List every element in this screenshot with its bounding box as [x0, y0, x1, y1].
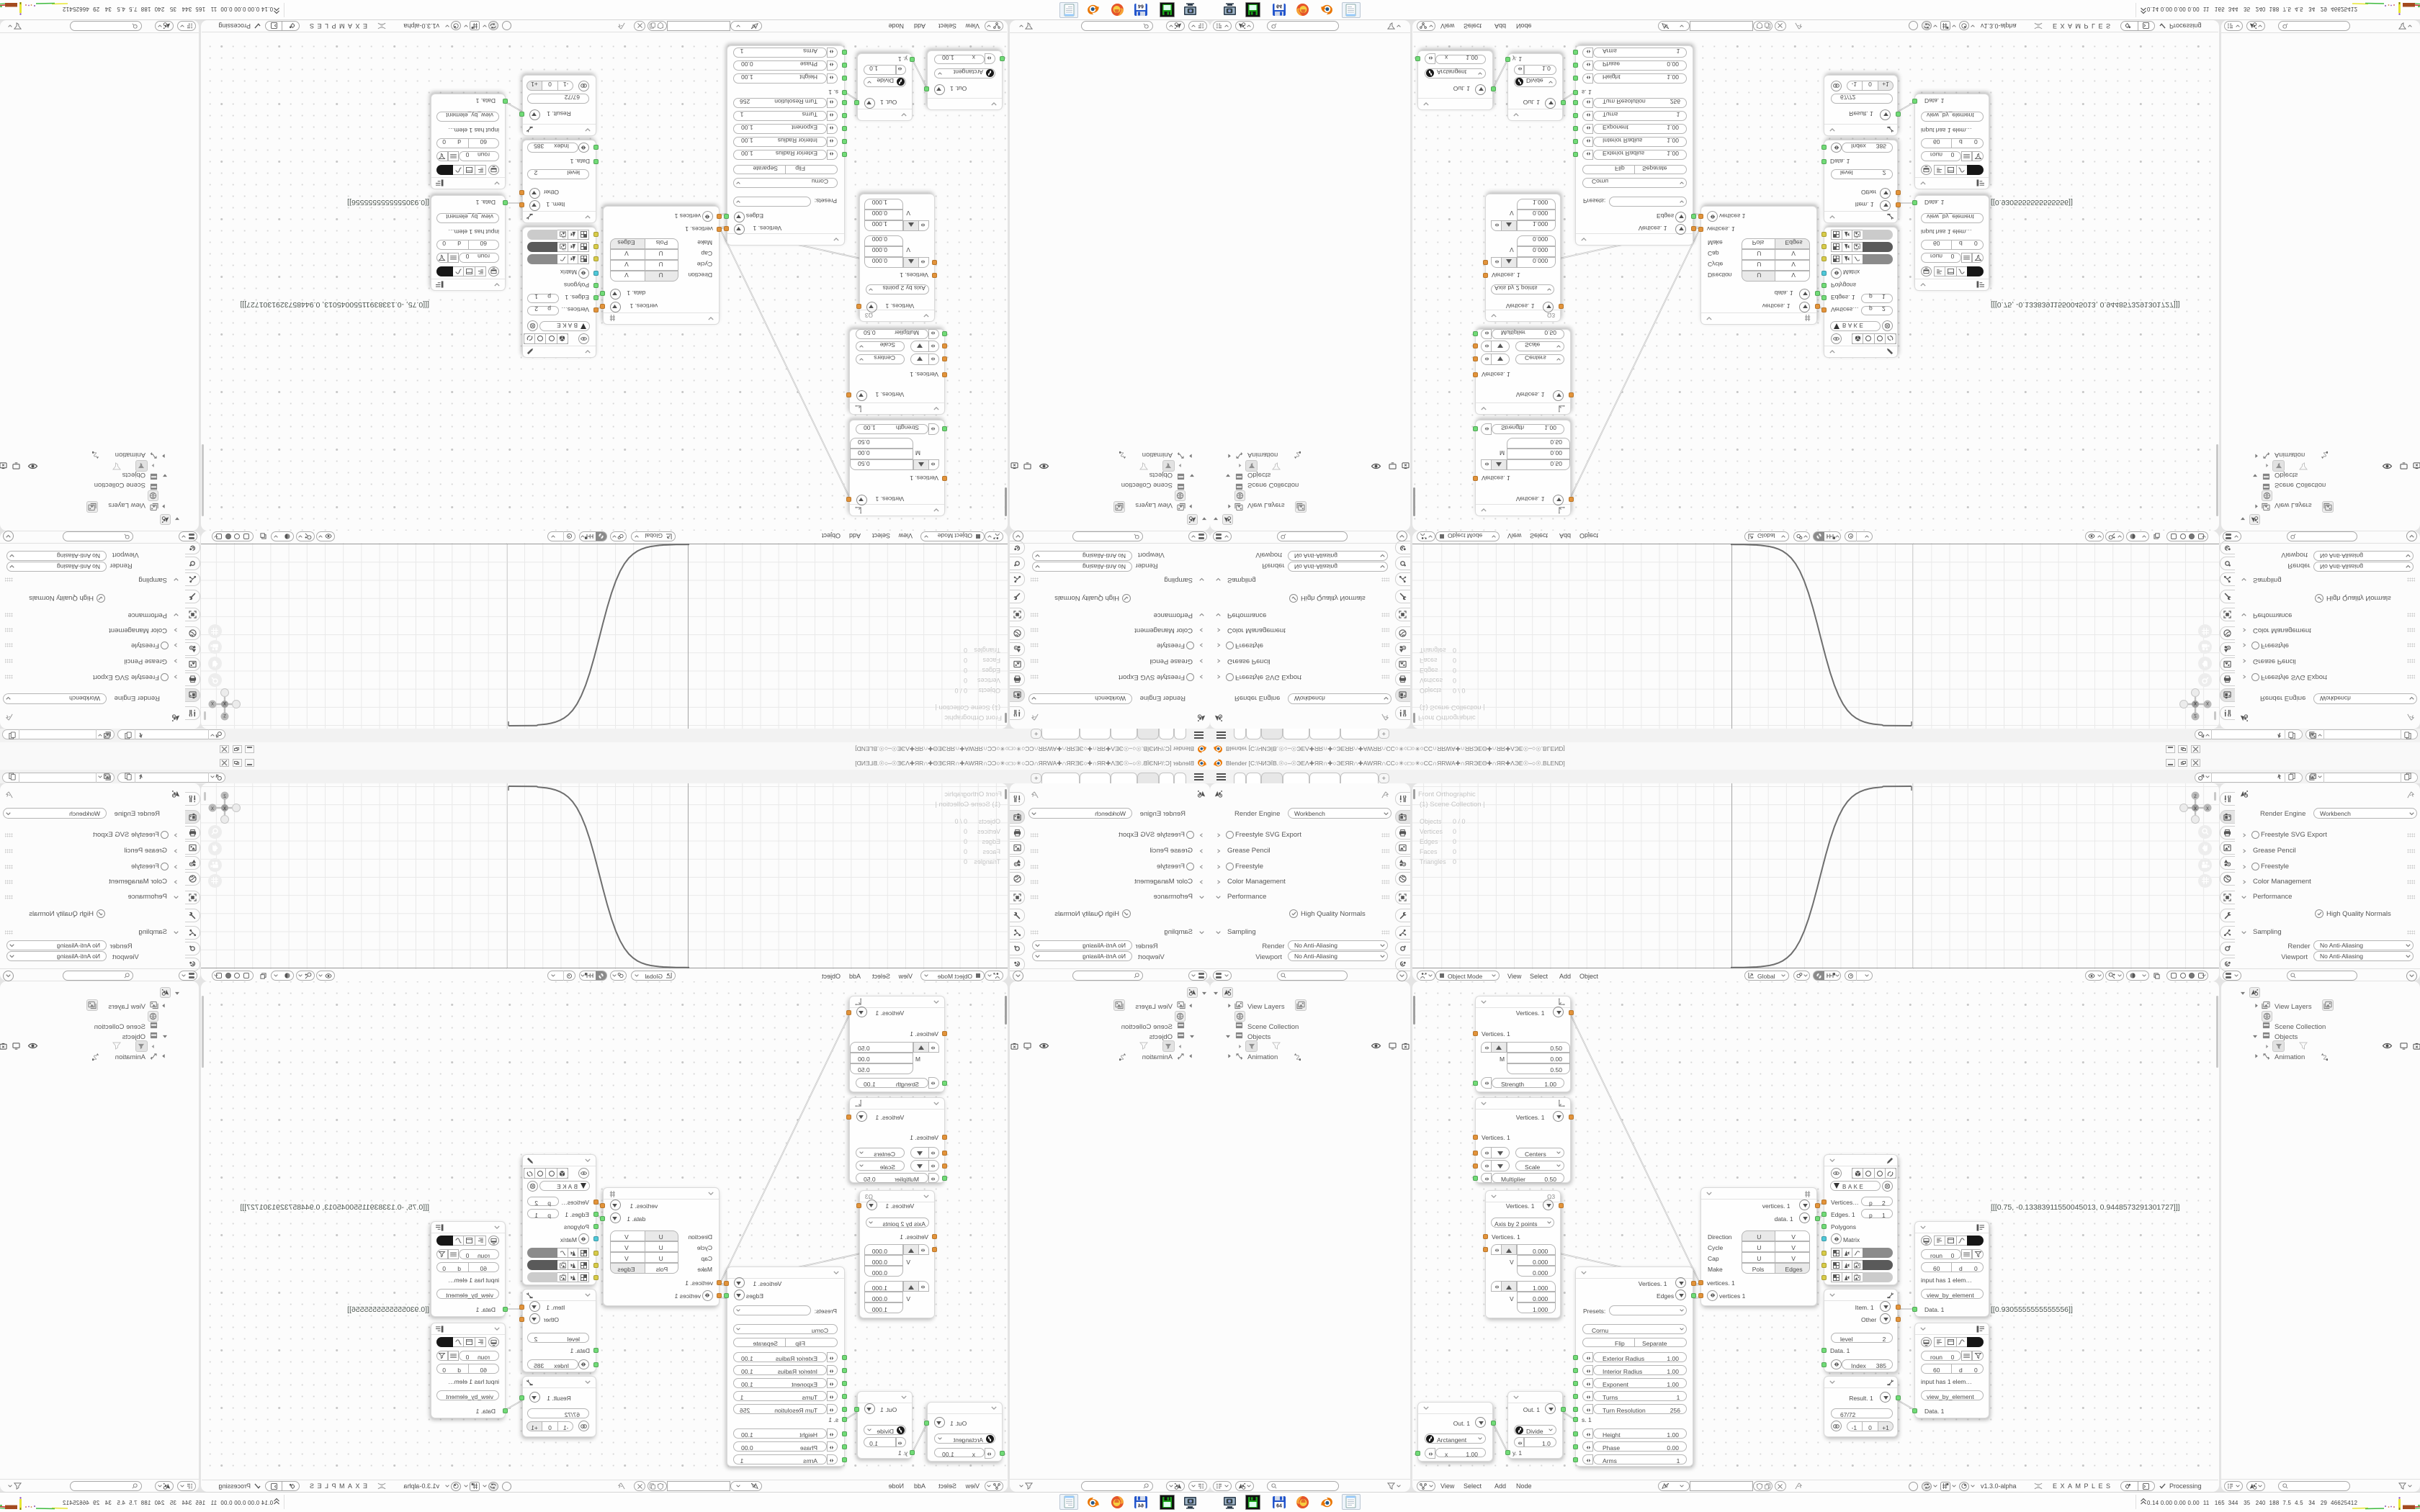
svg-text:z: z — [2194, 792, 2197, 798]
svg-text:x: x — [2206, 804, 2209, 811]
svg-text:2: 2 — [1296, 1055, 1300, 1061]
svg-text:x: x — [2194, 804, 2197, 811]
svg-text:2: 2 — [2323, 1055, 2327, 1061]
svg-text:Dw: Dw — [1855, 1261, 1859, 1264]
svg-text:Dw: Dw — [1855, 1274, 1859, 1277]
svg-text:64: 64 — [1276, 1504, 1282, 1509]
